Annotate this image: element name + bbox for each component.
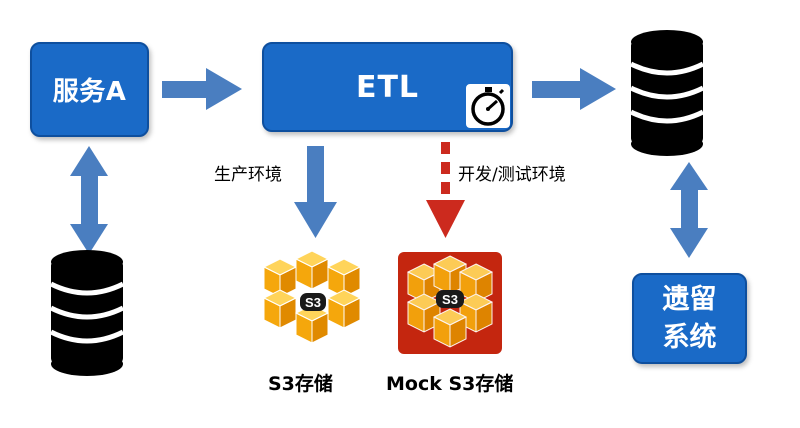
arrow-prod-to-s3 <box>294 146 337 238</box>
s3-badge-text: S3 <box>305 295 321 310</box>
legacy-label-line1: 遗留 <box>662 283 717 315</box>
arrow-dev-to-mock-s3 <box>426 142 465 238</box>
legacy-system-box: 遗留 系统 <box>632 273 747 364</box>
mock-s3-badge-text: S3 <box>442 292 458 307</box>
mock-s3-storage-label: Mock S3存储 <box>386 373 514 395</box>
stopwatch-icon <box>466 84 510 128</box>
dev-test-env-label: 开发/测试环境 <box>458 165 566 185</box>
arrow-service-to-etl <box>162 68 242 110</box>
arrow-etl-to-database <box>532 68 616 110</box>
service-a-box: 服务A <box>30 42 149 137</box>
arrow-service-database-bidirectional <box>70 146 108 254</box>
database-icon <box>631 30 703 156</box>
mock-s3-bucket-icon: S3 <box>398 252 502 354</box>
prod-env-label: 生产环境 <box>214 165 282 185</box>
database-icon <box>51 250 123 376</box>
etl-label: ETL <box>355 69 420 105</box>
s3-bucket-icon: S3 <box>255 250 369 360</box>
legacy-label-line2: 系统 <box>662 321 717 353</box>
s3-storage-label: S3存储 <box>268 373 333 395</box>
arrow-database-legacy-bidirectional <box>670 162 708 258</box>
service-a-label: 服务A <box>52 77 127 107</box>
